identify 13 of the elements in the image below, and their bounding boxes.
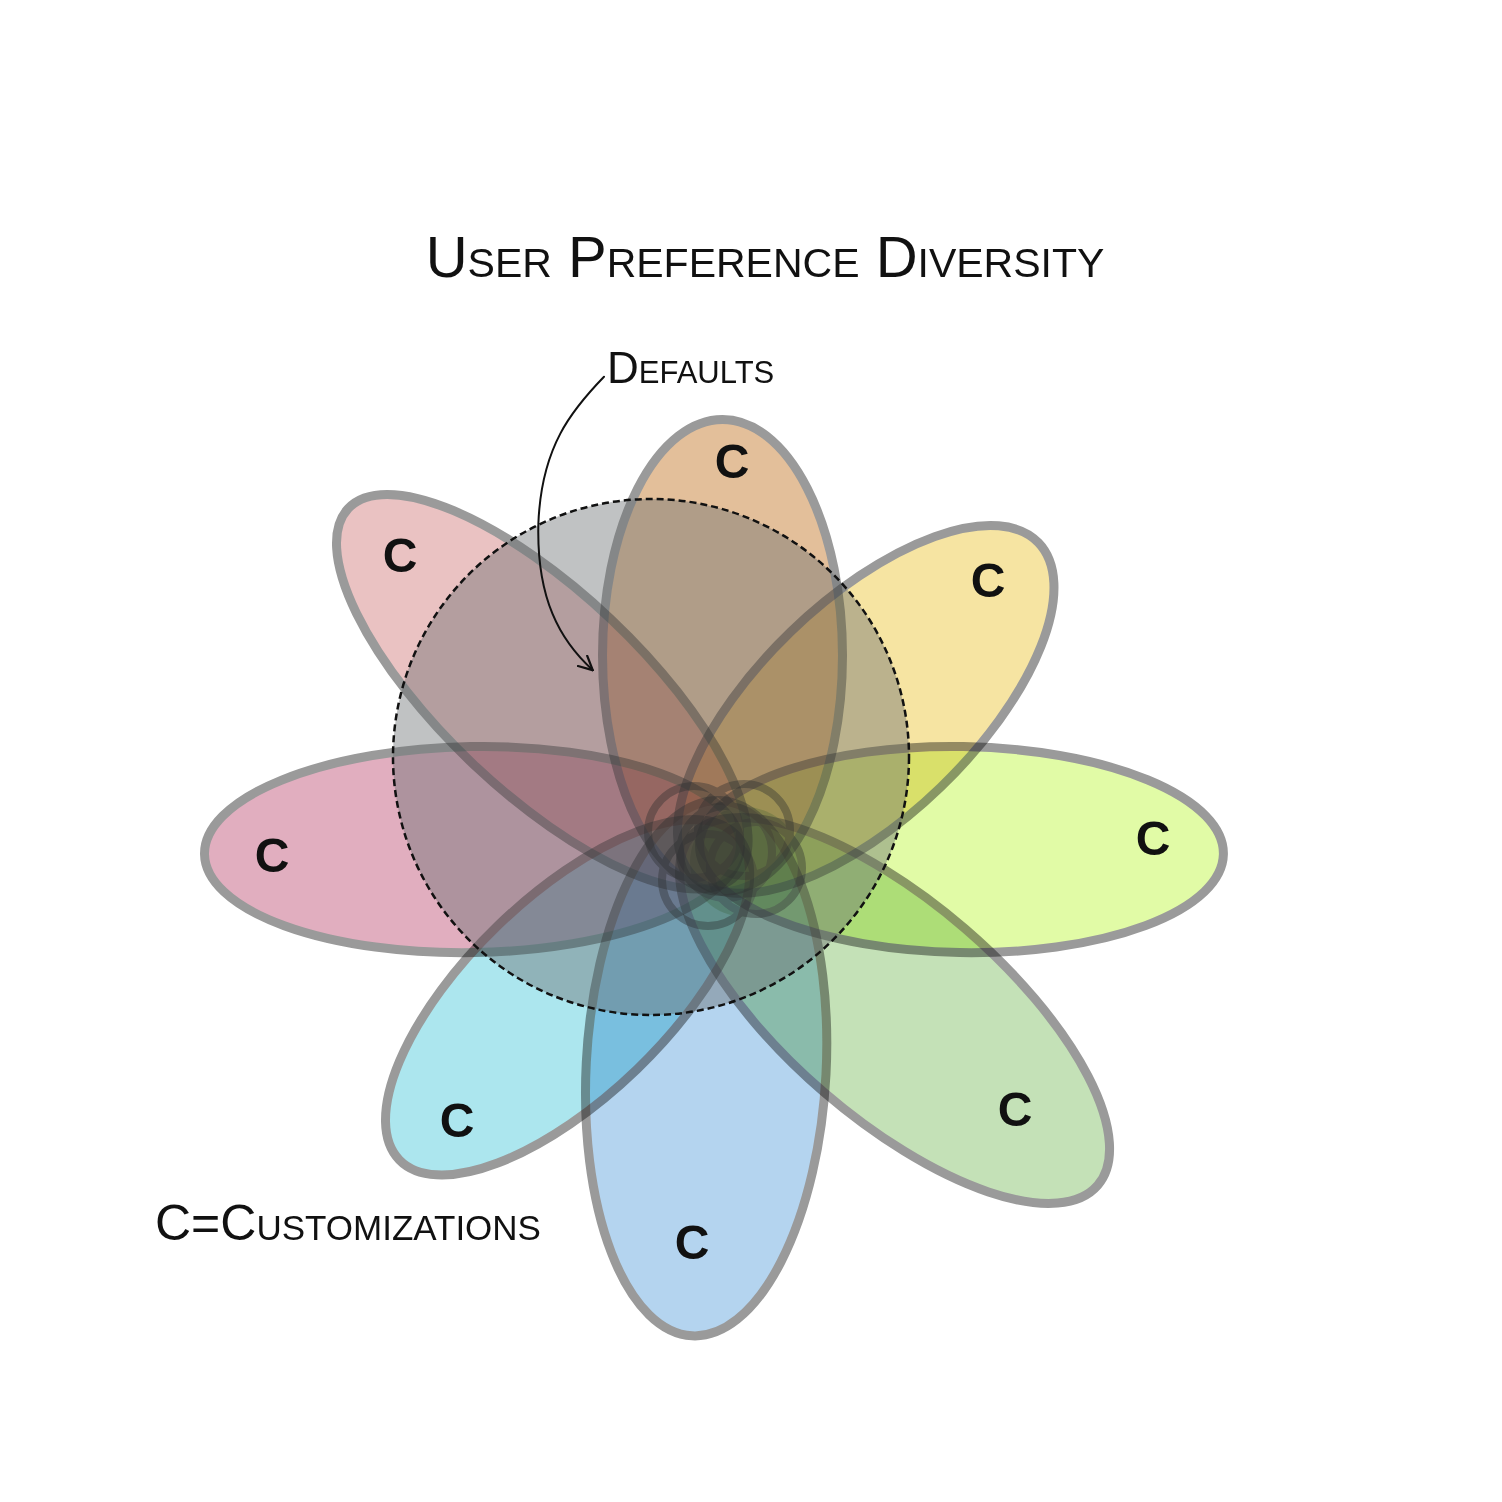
petal-label: C	[714, 438, 750, 486]
petal-ellipse	[580, 795, 832, 1341]
leader-arrow	[537, 375, 605, 672]
petal-label: C	[674, 1219, 710, 1267]
diagram-title: User Preference Diversity	[425, 228, 1105, 286]
petal-label: C	[439, 1097, 475, 1145]
petal-label: C	[1135, 815, 1171, 863]
petal-label: C	[997, 1086, 1033, 1134]
petal-label: C	[970, 557, 1006, 605]
callout-text: Defaults	[607, 346, 775, 390]
petal-label: C	[382, 532, 418, 580]
key-text: C=Customizations	[155, 1198, 541, 1248]
petal-label: C	[254, 832, 290, 880]
